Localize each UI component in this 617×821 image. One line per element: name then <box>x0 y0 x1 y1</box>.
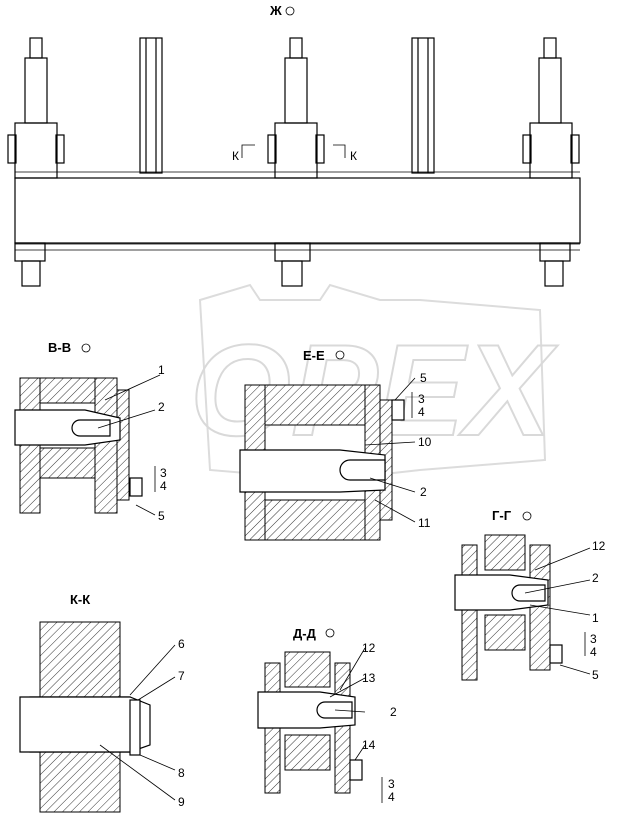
view-dd-title: Д-Д <box>293 626 317 641</box>
callout-5: 5 <box>420 371 427 385</box>
callout-6: 6 <box>178 637 185 651</box>
view-bv-title: В-В <box>48 340 71 355</box>
view-mark-icon <box>325 628 335 638</box>
callout-8: 8 <box>178 766 185 780</box>
view-mark-icon <box>285 6 295 16</box>
callout-10: 10 <box>418 435 432 449</box>
callout-5: 5 <box>158 509 165 523</box>
callout-12: 12 <box>362 641 376 655</box>
callout-2: 2 <box>390 705 397 719</box>
view-kk-title: К-К <box>70 592 90 607</box>
callout-13: 13 <box>362 671 376 685</box>
callout-3: 3 <box>160 466 167 480</box>
callout-9: 9 <box>178 795 185 809</box>
callout-14: 14 <box>362 738 376 752</box>
view-ee-title: Е-Е <box>303 348 325 363</box>
callout-4: 4 <box>590 645 597 659</box>
view-ee: Е-Е 5 3 4 10 2 11 <box>239 348 432 541</box>
view-mark-icon <box>522 511 532 521</box>
callout-1: 1 <box>592 611 599 625</box>
callout-4: 4 <box>388 790 395 804</box>
callout-12: 12 <box>592 539 606 553</box>
callout-4: 4 <box>418 405 425 419</box>
view-top: Ж К <box>7 3 581 287</box>
view-mark-icon <box>335 350 345 360</box>
callout-2: 2 <box>420 485 427 499</box>
callout-2: 2 <box>592 571 599 585</box>
view-gg-title: Г-Г <box>492 508 512 523</box>
callout-2: 2 <box>158 400 165 414</box>
callout-1: 1 <box>158 363 165 377</box>
view-kk: К-К 6 7 8 9 <box>19 592 185 813</box>
view-bv: В-В 1 2 3 4 5 <box>14 340 167 523</box>
callout-3: 3 <box>418 392 425 406</box>
section-mark-left: К <box>232 149 239 163</box>
section-mark-right: К <box>350 149 357 163</box>
view-mark-icon <box>81 343 91 353</box>
callout-7: 7 <box>178 669 185 683</box>
callout-3: 3 <box>590 632 597 646</box>
callout-3: 3 <box>388 777 395 791</box>
callout-4: 4 <box>160 479 167 493</box>
callout-5: 5 <box>592 668 599 682</box>
view-dd: Д-Д 12 13 2 14 3 4 <box>257 626 397 804</box>
callout-11: 11 <box>418 516 431 530</box>
view-gg: Г-Г 12 2 1 3 4 5 <box>454 508 606 682</box>
view-top-title: Ж <box>269 3 282 18</box>
